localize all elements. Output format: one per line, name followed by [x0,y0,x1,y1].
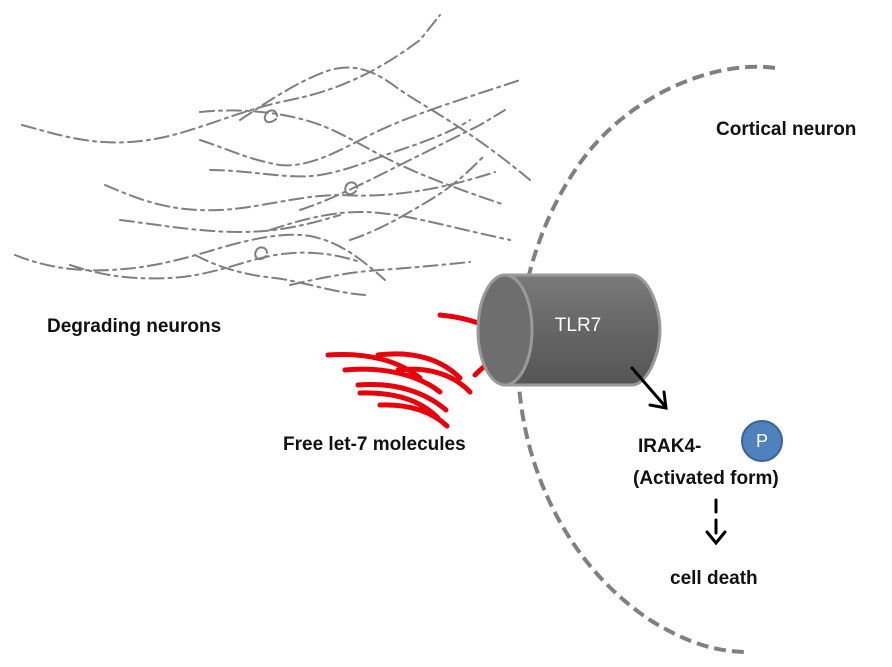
neurite-line [69,251,361,280]
tlr7-end-cap [476,273,534,387]
let7-molecule [325,351,423,381]
neurite-line [199,79,521,167]
tlr7-body [503,273,662,387]
neurite-line [119,214,341,234]
phospho-label: P [756,431,768,451]
neurite-line [269,210,511,241]
cell-death-label: cell death [670,568,758,589]
neurite-line [199,109,506,206]
tlr7-receptor: TLR7 [476,273,662,387]
activated-form-label: (Activated form) [633,468,779,489]
let7-molecule [342,366,443,395]
neurite-line [21,14,441,144]
neurite-line [349,154,486,241]
neurite-line [209,119,471,178]
cell-death-arrow [705,498,727,546]
neurite-line [14,233,386,281]
nucleus-curl [344,181,358,196]
neurite-line [289,261,471,286]
let7-molecule [377,402,450,429]
degrading-neurons-label: Degrading neurons [47,316,221,337]
degrading-neurons-drawing [14,14,531,296]
nucleus-curl [263,109,278,124]
neurite-line [299,109,506,211]
let7-molecule [375,351,463,381]
neurite-line [239,66,531,181]
free-let7-label: Free let-7 molecules [283,434,466,455]
tlr7-label: TLR7 [555,315,601,336]
neurite-line [104,171,496,212]
phospho-badge: P [741,420,783,462]
activation-arrow [630,366,668,410]
nucleus-curl [254,246,268,261]
let7-molecule [355,381,449,413]
cortical-neuron-label: Cortical neuron [716,119,856,140]
nucleus-curls [254,109,358,261]
neurite-line [194,254,366,296]
irak4-label: IRAK4- [638,436,701,457]
let7-molecule [395,366,473,395]
